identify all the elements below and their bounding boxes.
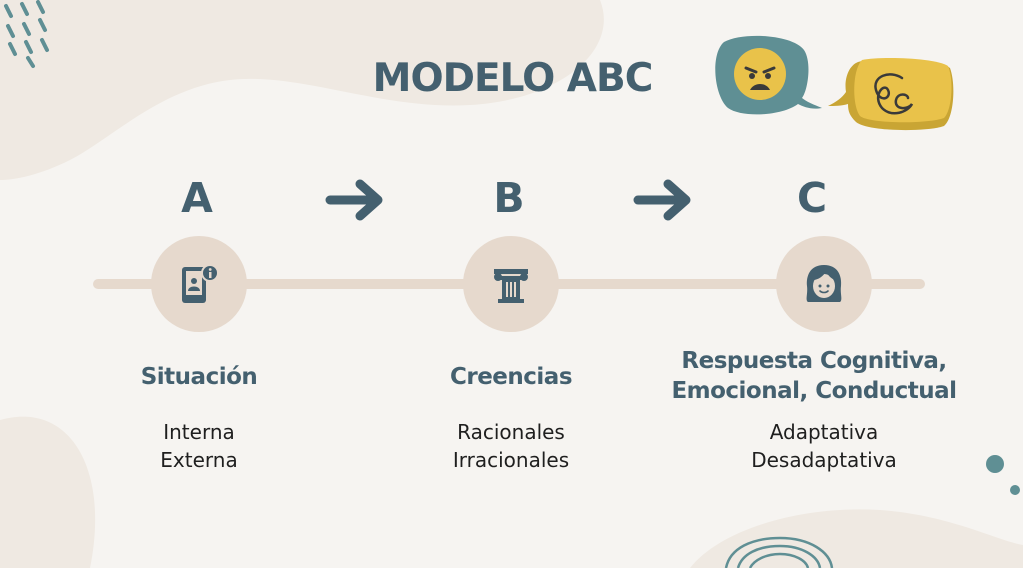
woman-face-icon [806,265,842,302]
step-b-heading: Creencias [449,364,573,390]
step-a-item: Externa [160,448,238,472]
step-c-heading-line: Emocional, Conductual [671,378,957,404]
step-b-letter: B [493,174,525,222]
phone-info-icon [182,264,219,303]
step-b-item: Irracionales [452,448,570,472]
step-c-item: Desadaptativa [751,448,897,472]
step-a-letter: A [181,174,213,222]
step-c-item: Adaptativa [769,420,879,444]
scribble-bubble-icon [828,58,954,131]
greek-column-icon [494,269,528,303]
step-a-description: Interna Externa [99,418,299,474]
step-c-letter: C [796,174,828,222]
step-b-description: Racionales Irracionales [411,418,611,474]
step-a-item: Interna [163,420,235,444]
step-a-heading: Situación [140,364,258,390]
arrow-right-icon [325,179,383,221]
step-a-node [151,236,247,332]
step-c-heading-line: Respuesta Cognitiva, [681,348,947,374]
page-title: MODELO ABC [372,56,654,101]
angry-emoji-icon [715,35,822,115]
step-c-heading: Respuesta Cognitiva, Emocional, Conductu… [664,346,964,406]
step-b-node [463,236,559,332]
arrow-right-icon [633,179,691,221]
step-c-description: Adaptativa Desadaptativa [724,418,924,474]
step-c-node [776,236,872,332]
step-b-item: Racionales [457,420,565,444]
